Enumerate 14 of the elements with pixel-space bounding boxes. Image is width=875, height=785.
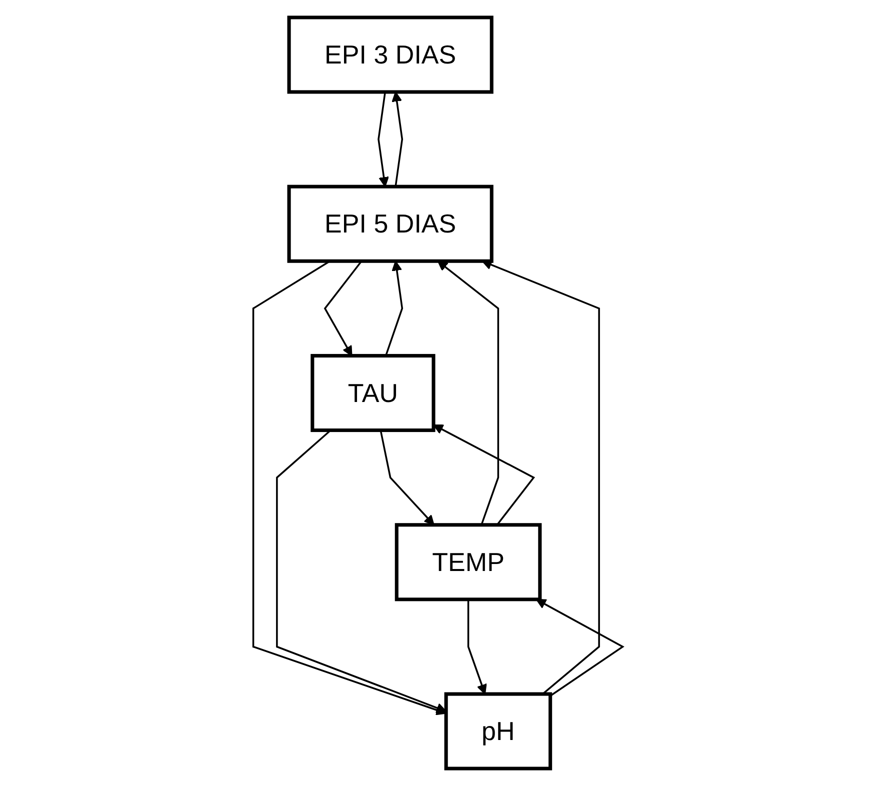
- node-box: TEMP: [394, 522, 542, 601]
- arrow: [391, 91, 403, 186]
- arrow: [436, 260, 499, 525]
- arrow: [384, 260, 403, 356]
- arrow: [377, 91, 388, 187]
- arrow: [535, 598, 624, 696]
- arrow: [432, 424, 535, 525]
- arrow: [466, 598, 486, 694]
- node-box: EPI 3 DIAS: [286, 15, 493, 94]
- arrow: [379, 430, 434, 525]
- node-box: TAU: [310, 353, 435, 432]
- arrow: [323, 260, 362, 356]
- node-box: EPI 5 DIAS: [286, 184, 493, 262]
- node-box: pH: [444, 692, 552, 770]
